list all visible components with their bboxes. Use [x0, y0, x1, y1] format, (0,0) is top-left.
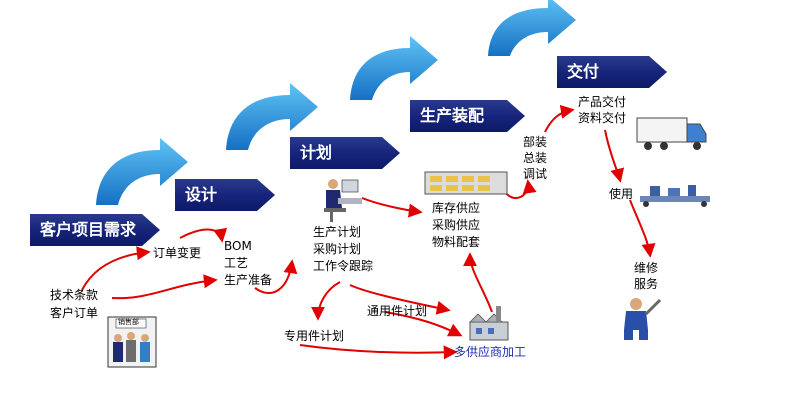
- node-doc-delivery: 资料交付: [578, 111, 627, 125]
- delivery-truck-icon: [636, 117, 707, 150]
- stage-requirement: 客户项目需求: [30, 214, 160, 246]
- arrow-plan-to-special: [311, 281, 341, 321]
- node-general-parts: 通用件计划: [367, 304, 428, 318]
- node-final-assembly: 总装: [523, 151, 548, 165]
- node-service: 服务: [634, 277, 659, 291]
- arrow-operator-to-stock: [361, 197, 423, 218]
- node-maintenance: 维修: [634, 261, 659, 275]
- stage-plan: 计划: [290, 137, 400, 169]
- node-inv-supply: 库存供应: [432, 201, 481, 215]
- arrow-stock-to-assembly: [504, 179, 537, 199]
- arrow-assembly-to-delivery: [544, 104, 575, 133]
- node-tech-terms: 技术条款: [50, 288, 99, 302]
- maintenance-worker-icon: [624, 298, 662, 340]
- arrow-terms-to-change: [81, 246, 151, 291]
- node-material-kit: 物料配套: [432, 235, 481, 249]
- arrow-delivery-to-use: [604, 129, 625, 183]
- node-purchase-supply: 采购供应: [432, 218, 481, 232]
- arrow-plan-to-general: [349, 284, 451, 315]
- operator-computer-icon: [324, 179, 362, 222]
- node-usage: 使用: [609, 187, 634, 201]
- node-prod-prep: 生产准备: [224, 273, 273, 287]
- node-customer-order: 客户订单: [50, 306, 99, 320]
- curve-arrow-2: [226, 83, 318, 150]
- curve-arrow-3: [350, 36, 438, 100]
- arrow-supplier-to-stock: [463, 252, 493, 313]
- warehouse-shelf-icon: [424, 171, 508, 195]
- node-product-delivery: 产品交付: [578, 95, 627, 109]
- node-debug: 调试: [523, 167, 548, 181]
- node-order-change: 订单变更: [153, 246, 202, 260]
- node-multi-supplier: 多供应商加工: [454, 345, 527, 359]
- arrow-prep-to-plan: [254, 259, 298, 294]
- node-work-order: 工作令跟踪: [313, 259, 374, 273]
- node-special-parts: 专用件计划: [284, 329, 345, 343]
- node-process: 工艺: [224, 256, 249, 270]
- curve-arrow-4: [488, 0, 576, 56]
- stage-delivery: 交付: [557, 56, 667, 88]
- node-prod-plan: 生产计划: [313, 225, 362, 239]
- production-line-icon: [640, 185, 710, 207]
- arrow-special-to-supplier: [299, 344, 458, 360]
- node-purchase-plan: 采购计划: [313, 242, 362, 256]
- stage-assembly: 生产装配: [410, 100, 525, 132]
- arrow-order-to-prep: [111, 274, 218, 300]
- stage-design: 设计: [175, 179, 275, 211]
- node-bom: BOM: [224, 239, 252, 253]
- arrow-change-to-bom: [179, 227, 228, 243]
- factory-icon: [469, 306, 509, 341]
- curve-arrows: [96, 0, 576, 205]
- arrow-use-to-repair: [629, 199, 656, 258]
- curve-arrow-1: [96, 138, 188, 205]
- arrow-general-to-supplier: [384, 311, 463, 337]
- sales-team-icon: [107, 316, 157, 368]
- node-parts: 部装: [523, 135, 548, 149]
- sales-dept-label: 销售部: [118, 318, 139, 326]
- flow-arrows: [81, 104, 656, 360]
